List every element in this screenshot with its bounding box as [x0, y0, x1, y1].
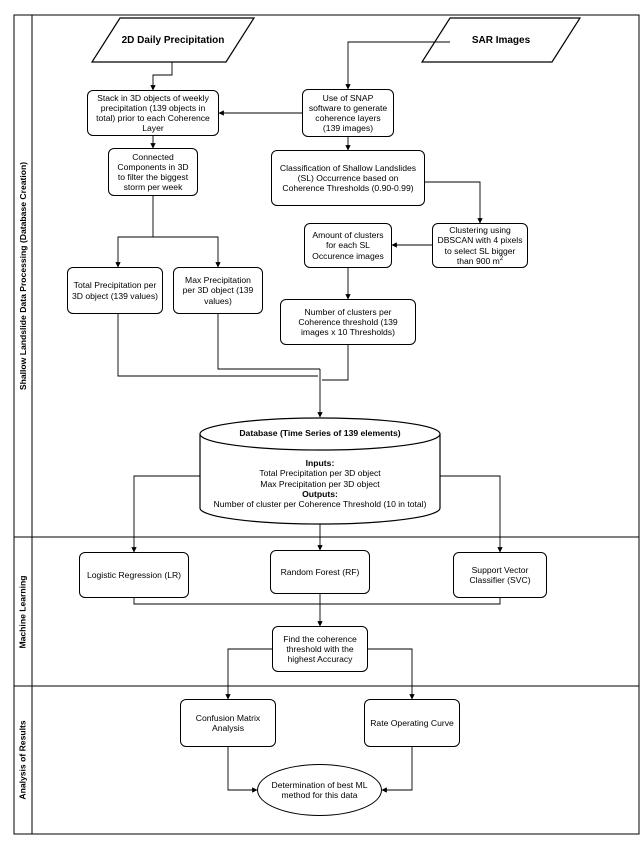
outer-frame: [13, 14, 640, 835]
database-contents: Inputs: Total Precipitation per 3D objec…: [200, 458, 440, 510]
database-input-max: Max Precipitation per 3D object: [260, 478, 380, 489]
connector-confusion-to-final: [227, 747, 258, 793]
svc-box: Support Vector Classifier (SVC): [453, 552, 547, 598]
random-forest-box: Random Forest (RF): [270, 550, 370, 594]
connector-number-to-database: [322, 345, 349, 381]
connector-precip-to-stack: [150, 62, 173, 91]
connector-database-to-svc: [440, 475, 503, 553]
total-precipitation-box: Total Precipitation per 3D object (139 v…: [67, 267, 163, 314]
connector-roc-to-final: [381, 747, 413, 793]
sl-classification-box: Classification of Shallow Landslides (SL…: [271, 150, 425, 206]
database-title: Database (Time Series of 139 elements): [239, 428, 401, 438]
snap-coherence-box: Use of SNAP software to generate coheren…: [302, 89, 394, 137]
find-threshold-box: Find the coherence threshold with the hi…: [272, 626, 368, 672]
database-inputs-label: Inputs:: [305, 458, 335, 468]
sar-images-input: SAR Images: [471, 34, 531, 46]
connector-database-to-lr: [131, 475, 200, 553]
precipitation-input: 2D Daily Precipitation: [121, 34, 225, 46]
connector-classification-to-dbscan: [425, 181, 483, 224]
connector-find-to-roc: [368, 648, 415, 700]
lane-title-analysis-of-results: Analysis of Results: [18, 720, 28, 800]
connected-components-box: Connected Components in 3D to filter the…: [108, 148, 198, 196]
stack-3d-objects-box: Stack in 3D objects of weekly precipitat…: [87, 90, 219, 136]
logistic-regression-box: Logistic Regression (LR): [79, 552, 189, 598]
final-determination-terminal: Determination of best ML method for this…: [257, 764, 382, 816]
sar-input-shape: [420, 17, 582, 63]
connector-max-to-database: [217, 314, 320, 370]
confusion-matrix-box: Confusion Matrix Analysis: [180, 699, 276, 747]
connector-total-to-database: [117, 314, 318, 377]
connector-find-to-confusion: [225, 648, 272, 700]
roc-box: Rate Operating Curve: [364, 699, 460, 747]
connector-sar-to-snap: [345, 41, 450, 90]
dbscan-clustering-box: Clustering using DBSCAN with 4 pixels to…: [432, 223, 528, 268]
database-outputs-label: Outputs:: [302, 488, 338, 499]
connector-lr-to-find: [133, 598, 320, 605]
lane-title-machine-learning: Machine Learning: [18, 574, 28, 649]
connector-connected-to-max: [153, 236, 221, 268]
dbscan-superscript: 2: [499, 255, 504, 262]
database-cylinder-top: [199, 417, 441, 451]
number-of-clusters-box: Number of clusters per Coherence thresho…: [280, 299, 416, 345]
amount-of-clusters-box: Amount of clusters for each SL Occurence…: [304, 223, 392, 268]
database-input-total: Total Precipitation per 3D object: [259, 468, 381, 479]
database-output-clusters: Number of cluster per Coherence Threshol…: [213, 499, 427, 510]
connector-connected-to-total: [115, 196, 154, 268]
max-precipitation-box: Max Precipitation per 3D object (139 val…: [173, 267, 263, 314]
lane-title-database-creation: Shallow Landslide Data Processing (Datab…: [18, 161, 28, 391]
connector-svc-to-find: [320, 598, 501, 605]
precipitation-input-shape: [90, 17, 256, 63]
